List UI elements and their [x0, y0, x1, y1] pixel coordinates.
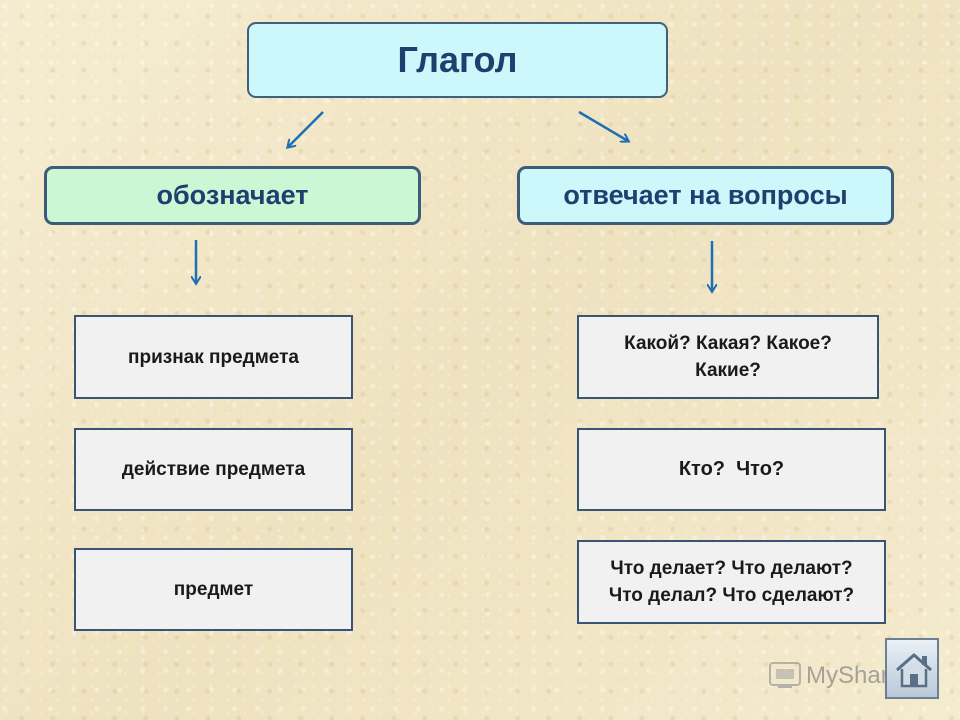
right-header-box: отвечает на вопросы: [517, 166, 894, 225]
left-item-label: предмет: [173, 579, 254, 600]
left-header-box: обозначает: [44, 166, 421, 225]
right-item-line: Кто? Что?: [678, 458, 785, 480]
right-item-box: Какой? Какая? Какое? Какие?: [577, 315, 879, 399]
right-header-label: отвечает на вопросы: [563, 180, 848, 210]
left-item-box: действие предмета: [74, 428, 353, 511]
right-item-box: Кто? Что?: [577, 428, 886, 511]
left-item-label: действие предмета: [121, 459, 306, 480]
right-item-line: Какой? Какая? Какое?: [624, 333, 832, 354]
arrow-title-to-left: [288, 111, 324, 147]
right-item-line: Что делает? Что делают?: [610, 558, 853, 579]
arrow-title-to-right: [578, 110, 628, 141]
right-item-box: Что делает? Что делают? Что делал? Что с…: [577, 540, 886, 624]
right-item-line: Какие?: [695, 360, 761, 381]
left-item-label: признак предмета: [128, 346, 299, 368]
home-button[interactable]: [885, 638, 939, 699]
diagram-title-box: Глагол: [247, 22, 668, 98]
left-header-label: обозначает: [156, 180, 309, 210]
diagram-title: Глагол: [397, 39, 518, 80]
right-item-line: Что делал? Что сделают?: [608, 585, 855, 606]
home-icon: [896, 653, 932, 688]
left-item-box: признак предмета: [74, 315, 353, 399]
left-item-box: предмет: [74, 548, 353, 631]
